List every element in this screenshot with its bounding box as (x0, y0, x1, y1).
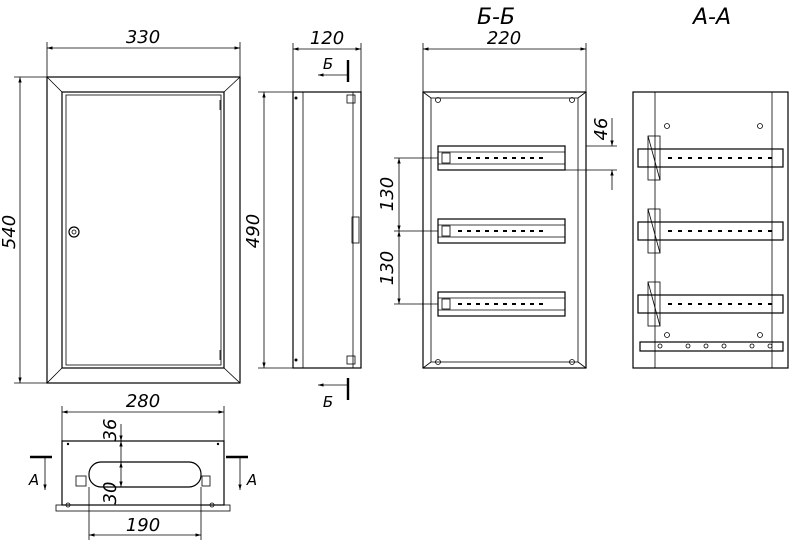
din-rail (637, 135, 784, 181)
front-height-dim: 540 (0, 215, 20, 249)
side-body (292, 91, 362, 369)
slot-height-dim: 30 (100, 482, 121, 505)
rail-pitch-dim-2: 130 (377, 251, 398, 285)
front-frame-outer (46, 76, 241, 384)
section-aa-title: А-А (691, 5, 731, 30)
section-label-a-left: А (28, 471, 39, 489)
din-rail (437, 291, 566, 317)
section-bb-view: Б-Б (377, 5, 617, 369)
section-label-b-top: Б (323, 55, 333, 73)
front-frame-inner (61, 91, 225, 369)
side-view: 120 490 Б Б (243, 28, 362, 411)
section-label-b-bottom: Б (323, 393, 333, 411)
section-label-a-right: А (246, 471, 257, 489)
front-view: 330 540 (0, 27, 241, 384)
door-lock-icon (68, 226, 80, 238)
section-bb-title: Б-Б (477, 5, 515, 30)
slot-width-dim: 190 (126, 515, 160, 536)
section-bb-body (422, 91, 587, 369)
front-door (65, 94, 222, 366)
bottom-width-dim: 280 (126, 391, 160, 412)
section-aa-view: А-А (632, 5, 789, 369)
din-rail (437, 218, 566, 244)
bottom-body (61, 440, 225, 506)
din-rail (437, 145, 566, 171)
section-aa-body (632, 91, 789, 369)
cable-entry-slot (88, 461, 202, 488)
side-depth-dim: 120 (310, 28, 344, 49)
side-height-dim: 490 (243, 214, 264, 248)
din-rail (637, 208, 784, 254)
rail-pitch-dim-1: 130 (377, 177, 398, 211)
front-width-dim: 330 (126, 27, 160, 48)
rail-offset-dim: 46 (591, 118, 612, 141)
terminal-bar (639, 341, 784, 352)
bottom-view: 280 36 30 190 А А (28, 391, 257, 540)
side-handle (351, 216, 360, 244)
slot-offset-dim: 36 (100, 419, 121, 442)
section-bb-width-dim: 220 (487, 28, 521, 49)
din-rail (637, 281, 784, 327)
